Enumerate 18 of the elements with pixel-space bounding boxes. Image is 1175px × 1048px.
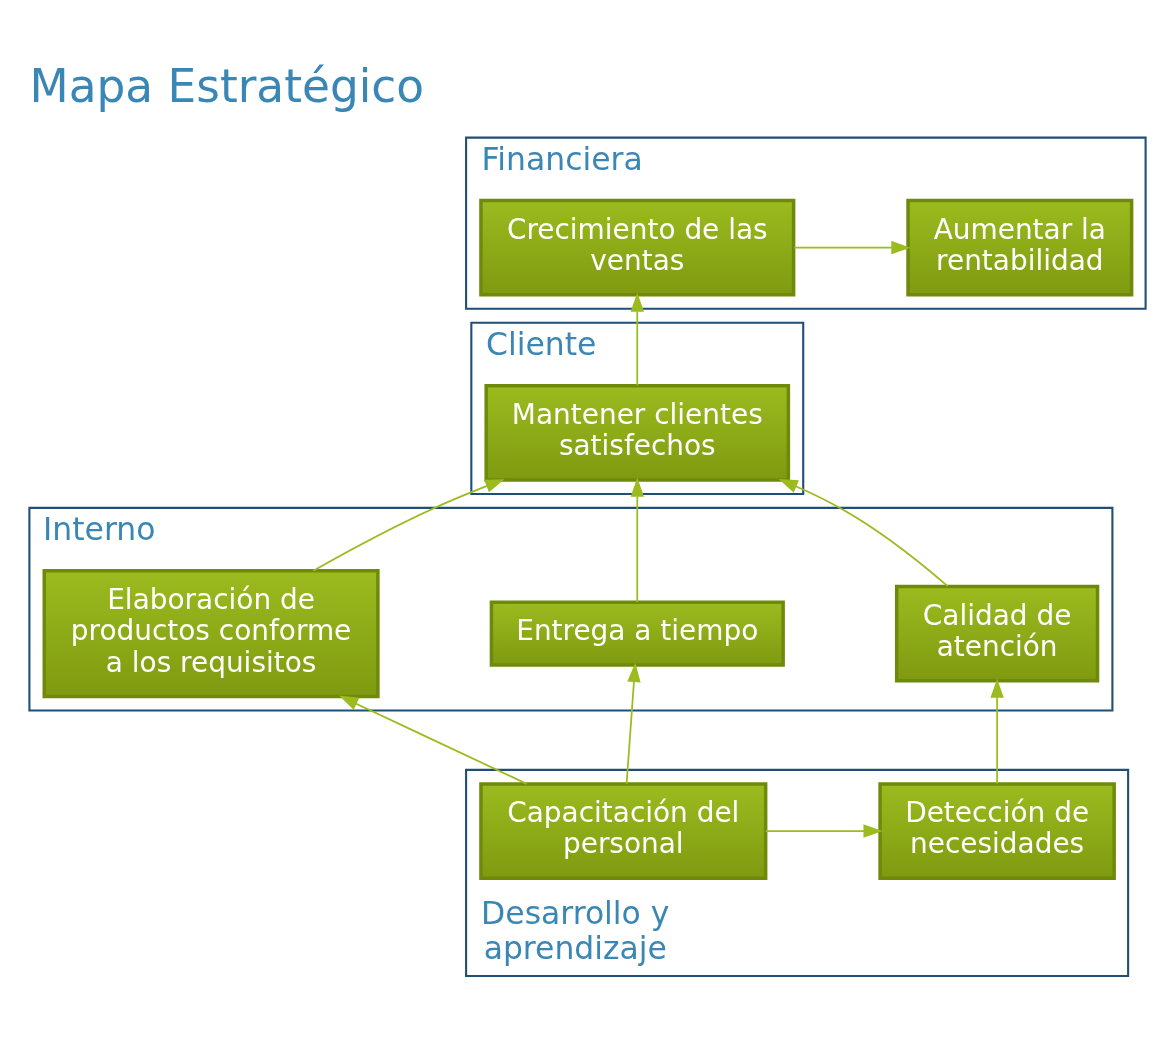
arrow (312, 478, 505, 572)
arrow (625, 662, 641, 785)
arrow (990, 678, 1004, 785)
arrow (630, 477, 645, 603)
node-box: Crecimiento de las ventas (479, 198, 796, 297)
arrow (630, 292, 645, 386)
arrow (764, 823, 883, 838)
arrow (778, 478, 949, 587)
diagram-title: Mapa Estratégico (29, 59, 425, 113)
arrow (793, 240, 911, 254)
node-box: Calidad de atención (894, 584, 1100, 683)
node-box: Elaboración de productos conforme a los requisitos (42, 568, 380, 698)
node-box: Mantener clientes satisfechos (484, 383, 791, 482)
node-box: Aumentar la rentabilidad (906, 198, 1134, 297)
node-box: Detección de necesidades (878, 781, 1116, 880)
node-box: Entrega a tiempo (489, 600, 785, 667)
arrow (339, 695, 528, 785)
node-box: Capacitación del personal (479, 781, 768, 880)
